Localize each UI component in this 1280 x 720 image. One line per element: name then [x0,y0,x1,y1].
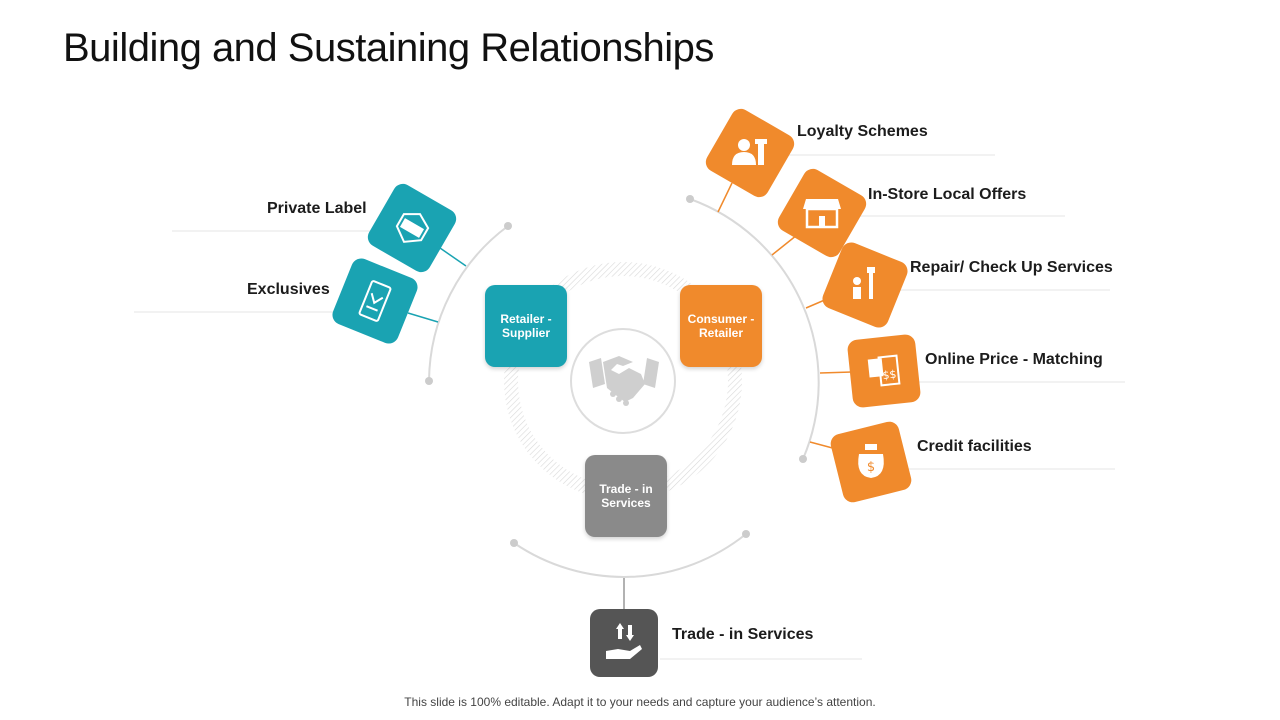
label-online-price-matching: Online Price - Matching [925,351,1103,368]
badge-icon [395,213,430,243]
hub-retailer-supplier: Retailer - Supplier [485,285,567,367]
hub-consumer-retailer-label: Consumer - Retailer [687,312,755,340]
hub-trade-in: Trade - in Services [585,455,667,537]
tile-loyalty-schemes [705,108,795,198]
tile-private-label [367,183,457,273]
hub-retailer-supplier-label: Retailer - Supplier [500,312,552,340]
price-tag-icon: $$ [867,354,901,387]
tile-online-price-matching: $$ [847,334,921,408]
page-title: Building and Sustaining Relationships [63,26,714,70]
arc-endpoints [425,195,807,547]
label-repair-services: Repair/ Check Up Services [910,259,1113,276]
hub-trade-in-label: Trade - in Services [599,482,653,510]
tile-trade-in-services [590,609,658,677]
svg-text:$$: $$ [882,368,897,382]
svg-text:$: $ [867,460,875,475]
hub-consumer-retailer: Consumer - Retailer [680,285,762,367]
left-arc [428,225,509,382]
label-trade-in-services: Trade - in Services [672,626,814,643]
label-credit-facilities: Credit facilities [917,438,1032,455]
label-loyalty-schemes: Loyalty Schemes [797,123,928,140]
footer-note: This slide is 100% editable. Adapt it to… [404,695,876,709]
handshake-icon [589,356,659,406]
ticket-icon [358,280,392,322]
tile-in-store-local-offers [777,168,867,258]
label-in-store-local-offers: In-Store Local Offers [868,186,1027,203]
repair-icon [853,267,875,299]
tile-exclusives [332,258,418,344]
store-icon [803,199,841,229]
right-arc [689,198,820,460]
tile-credit-facilities: $ [830,421,912,503]
label-private-label: Private Label [267,200,367,217]
customer-icon [732,139,767,165]
hand-exchange-icon [606,623,642,659]
label-exclusives: Exclusives [247,281,330,298]
tile-repair-services [822,242,908,328]
bottom-arc [513,533,747,578]
money-bag-icon: $ [858,444,884,478]
